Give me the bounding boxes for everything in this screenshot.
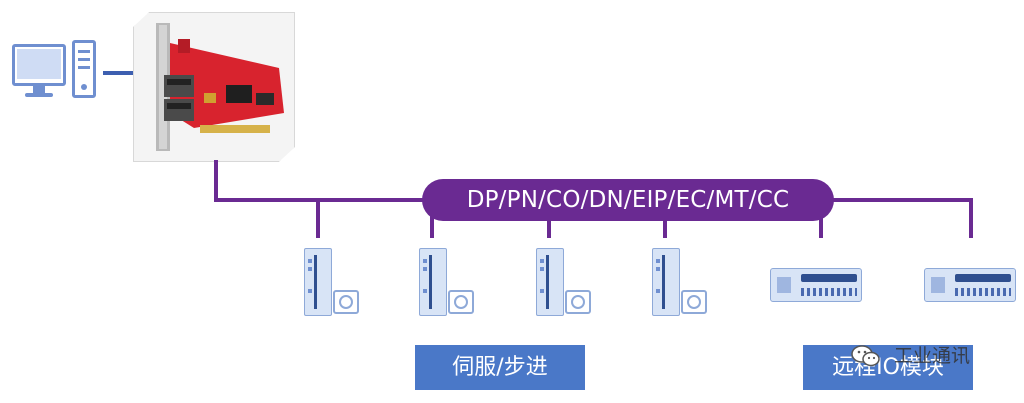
servo-drive-icon bbox=[536, 248, 564, 316]
remote-io-module-icon bbox=[770, 268, 862, 302]
servo-drive-icon bbox=[419, 248, 447, 316]
watermark-text: 工业通讯 bbox=[894, 345, 971, 367]
bus-protocol-label: DP/PN/CO/DN/EIP/EC/MT/CC bbox=[422, 179, 834, 221]
motor-icon bbox=[681, 290, 707, 314]
network-card-image bbox=[133, 12, 295, 162]
pc-link-line bbox=[103, 71, 133, 75]
motor-icon bbox=[333, 290, 359, 314]
servo-drive-icon bbox=[304, 248, 332, 316]
motor-icon bbox=[448, 290, 474, 314]
remote-io-label: 远程IO模块 bbox=[803, 345, 973, 390]
servo-drive-icon bbox=[652, 248, 680, 316]
bus-drop-6 bbox=[969, 198, 973, 238]
bus-riser-line bbox=[214, 160, 218, 202]
wechat-icon bbox=[851, 344, 881, 368]
remote-io-module-icon bbox=[924, 268, 1016, 302]
motor-icon bbox=[565, 290, 591, 314]
bus-drop-1 bbox=[316, 198, 320, 238]
servo-stepper-label: 伺服/步进 bbox=[415, 345, 585, 390]
